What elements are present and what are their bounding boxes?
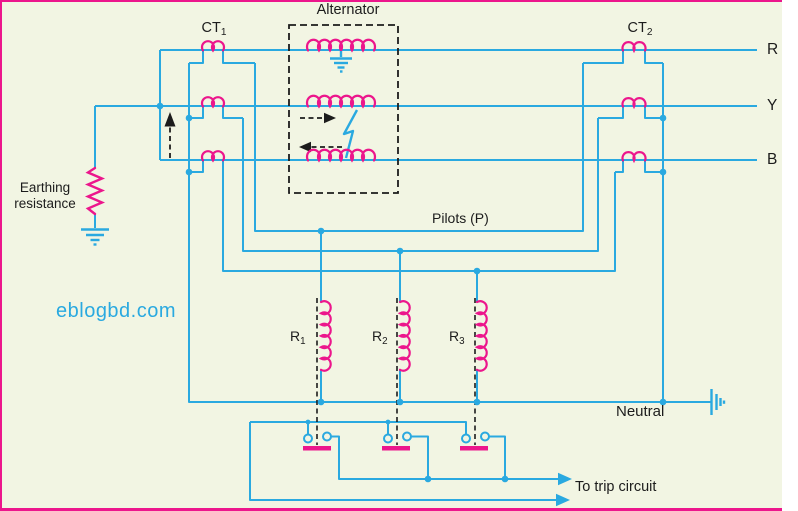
- relay-3-label-sub: 3: [459, 336, 465, 347]
- ct1-label-sub: 1: [220, 27, 227, 38]
- relay-1-label-sub: 1: [300, 336, 306, 347]
- ct1-label-base: CT: [201, 20, 221, 36]
- watermark-text: eblogbd.com: [56, 300, 177, 322]
- relay-2-label-base: R: [372, 328, 383, 344]
- phase-r-label: R: [767, 41, 779, 58]
- earthing-resistance-label: Earthing resistance: [1, 180, 89, 211]
- ct1-coils: [200, 40, 226, 163]
- fault-current-arrows: [164, 112, 342, 158]
- relay-1-label-base: R: [290, 328, 301, 344]
- neutral-earth-icon: [710, 389, 726, 415]
- phase-b-label: B: [767, 151, 778, 168]
- relay-1-label: R1: [290, 328, 306, 347]
- pilots-label: Pilots (P): [432, 210, 489, 226]
- earthing-label-line1: Earthing: [19, 180, 71, 195]
- relay-coils: [318, 300, 488, 372]
- ct2-label-sub: 2: [646, 27, 653, 38]
- ct2-label-base: CT: [627, 20, 647, 36]
- ct2-label: CT2: [624, 20, 656, 38]
- alternator-ground-icon: [330, 51, 352, 73]
- relay-3-label-base: R: [449, 328, 460, 344]
- contact-bars: [303, 446, 488, 451]
- trip-arrowheads: [556, 472, 572, 507]
- alternator-label: Alternator: [316, 2, 380, 18]
- earthing-resistor-icon: [84, 166, 106, 216]
- earthing-ground-icon: [81, 228, 109, 246]
- phase-lines: [95, 49, 757, 161]
- relay-3-label: R3: [449, 328, 465, 347]
- alternator-box: [288, 24, 399, 194]
- to-trip-circuit-label: To trip circuit: [575, 479, 657, 495]
- fault-bolt-icon: [342, 109, 359, 159]
- left-arrow-icon: [299, 141, 342, 153]
- ct1-secondary-wires: [188, 50, 711, 403]
- earthing-label-line2: resistance: [14, 195, 76, 211]
- page-border: [0, 0, 782, 511]
- relay-connection-wires: [320, 231, 478, 402]
- right-arrow-icon: [300, 112, 336, 124]
- neutral-label: Neutral: [616, 403, 665, 420]
- phase-y-label: Y: [767, 97, 778, 114]
- ct1-label: CT1: [198, 20, 230, 38]
- relay-2-label-sub: 2: [382, 336, 388, 347]
- pilot-wires: [222, 63, 616, 272]
- up-arrow-icon: [164, 112, 176, 158]
- ct2-coils: [621, 41, 647, 164]
- diagram-background: [0, 0, 782, 511]
- relay-linkage-dashed-lines: [316, 298, 476, 445]
- relay-contacts: [303, 431, 490, 451]
- alternator-winding-coils: [305, 38, 377, 163]
- relay-2-label: R2: [372, 328, 388, 347]
- junction-dots: [156, 102, 667, 483]
